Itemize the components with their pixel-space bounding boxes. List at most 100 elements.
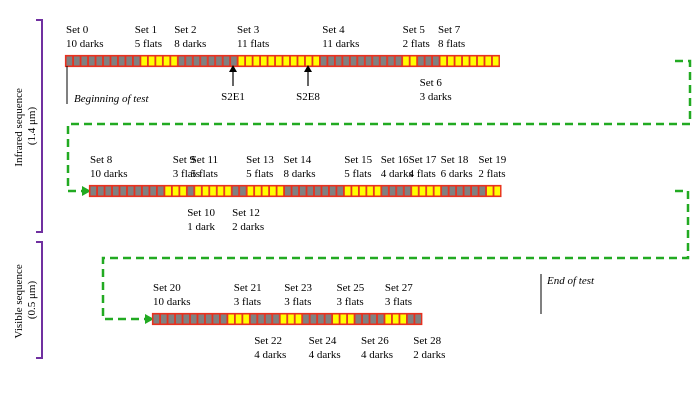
set-name-label: Set 3 — [237, 24, 260, 36]
infrared-label-line1: Infrared sequence — [13, 88, 25, 167]
dark-frame-cell — [141, 185, 150, 197]
flat-frame-cell — [259, 55, 268, 67]
set-name-label: Set 10 — [187, 207, 215, 219]
set-description-label: 10 darks — [90, 168, 128, 180]
set-name-label: Set 6 — [420, 77, 443, 89]
flat-frame-cell — [454, 55, 463, 67]
set-description-label: 3 flats — [385, 296, 412, 308]
dark-frame-cell — [239, 185, 247, 197]
infrared-label-line2: (1.4 μm) — [26, 107, 38, 146]
set-description-label: 5 flats — [344, 168, 371, 180]
dark-frame-cell — [354, 313, 363, 325]
flat-frame-cell — [402, 55, 410, 67]
row-border — [151, 312, 423, 326]
flat-frame-cell — [246, 185, 255, 197]
dark-frame-cell — [197, 313, 206, 325]
dark-frame-cell — [96, 185, 105, 197]
dark-frame-cell — [302, 313, 310, 325]
set-description-label: 3 darks — [420, 91, 452, 103]
flat-frame-cell — [276, 185, 285, 197]
dark-frame-cell — [125, 55, 134, 67]
flat-frame-cell — [179, 185, 187, 197]
flat-frame-cell — [461, 55, 470, 67]
flat-frame-cell — [366, 185, 374, 197]
set-description-label: 1 dark — [187, 221, 215, 233]
connector-row2-row3 — [101, 189, 690, 321]
connector-row1-row2 — [66, 59, 692, 193]
dark-frame-cell — [174, 313, 183, 325]
dark-frame-cell — [215, 55, 223, 67]
set-description-label: 10 darks — [66, 38, 104, 50]
flat-frame-cell — [234, 313, 243, 325]
dark-frame-cell — [417, 55, 425, 67]
dark-frame-cell — [212, 313, 221, 325]
set-name-label: Set 21 — [234, 282, 262, 294]
flat-frame-cell — [287, 313, 295, 325]
dark-frame-cell — [313, 185, 322, 197]
dark-frame-cell — [207, 55, 216, 67]
dark-frame-cell — [231, 185, 240, 197]
dark-frame-cell — [95, 55, 104, 67]
set-description-label: 4 flats — [409, 168, 436, 180]
visible-label-line2: (0.5 μm) — [26, 281, 38, 320]
set-description-label: 11 darks — [322, 38, 359, 50]
dark-frame-cell — [372, 55, 380, 67]
dark-frame-cell — [156, 185, 165, 197]
dark-frame-cell — [328, 185, 337, 197]
set-name-label: Set 4 — [322, 24, 345, 36]
dark-frame-cell — [102, 55, 111, 67]
dark-frame-cell — [342, 55, 350, 67]
dark-frame-cell — [200, 55, 208, 67]
dark-frame-cell — [134, 185, 143, 197]
set-name-label: Set 23 — [284, 282, 312, 294]
dark-frame-cell — [104, 185, 113, 197]
flat-frame-cell — [242, 313, 250, 325]
infrared-label: Infrared sequence (1.4 μm) — [13, 85, 38, 166]
set-description-label: 2 flats — [403, 38, 430, 50]
visible-bracket — [36, 241, 43, 359]
set-description-label: 4 darks — [381, 168, 413, 180]
flat-frame-cell — [411, 185, 419, 197]
flat-frame-cell — [485, 185, 494, 197]
flat-frame-cell — [297, 55, 306, 67]
set-description-label: 8 flats — [438, 38, 465, 50]
flat-frame-cell — [384, 313, 393, 325]
dark-frame-cell — [149, 185, 158, 197]
dark-frame-cell — [264, 313, 273, 325]
dark-frame-cell — [309, 313, 318, 325]
set-name-label: Set 22 — [254, 335, 282, 347]
dark-frame-cell — [230, 55, 238, 67]
dark-frame-cell — [424, 55, 433, 67]
flat-frame-cell — [140, 55, 148, 67]
flat-frame-cell — [254, 185, 262, 197]
flat-frame-cell — [209, 185, 217, 197]
dark-frame-cell — [361, 313, 370, 325]
dark-frame-cell — [110, 55, 119, 67]
flat-frame-cell — [227, 313, 235, 325]
visible-label-line1: Visible sequence — [13, 264, 25, 338]
end-of-test-label: End of test — [546, 275, 595, 287]
set-name-label: Set 13 — [246, 154, 274, 166]
dark-frame-cell — [349, 55, 358, 67]
set-description-label: 3 flats — [337, 296, 364, 308]
flat-frame-cell — [358, 185, 367, 197]
set-name-label: Set 9 — [173, 154, 196, 166]
flat-frame-cell — [147, 55, 156, 67]
flat-frame-cell — [433, 185, 442, 197]
dark-frame-cell — [126, 185, 135, 197]
dark-frame-cell — [364, 55, 373, 67]
flat-frame-cell — [346, 313, 355, 325]
set-description-label: 6 darks — [441, 168, 473, 180]
dark-frame-cell — [159, 313, 168, 325]
flat-frame-cell — [245, 55, 253, 67]
set-description-label: 8 darks — [174, 38, 206, 50]
set-name-label: Set 1 — [135, 24, 157, 36]
flat-frame-cell — [289, 55, 298, 67]
set-name-label: Set 14 — [284, 154, 312, 166]
dark-frame-cell — [319, 55, 328, 67]
set-name-label: Set 0 — [66, 24, 89, 36]
sequence-connectors — [66, 59, 692, 321]
dark-frame-cell — [336, 185, 345, 197]
